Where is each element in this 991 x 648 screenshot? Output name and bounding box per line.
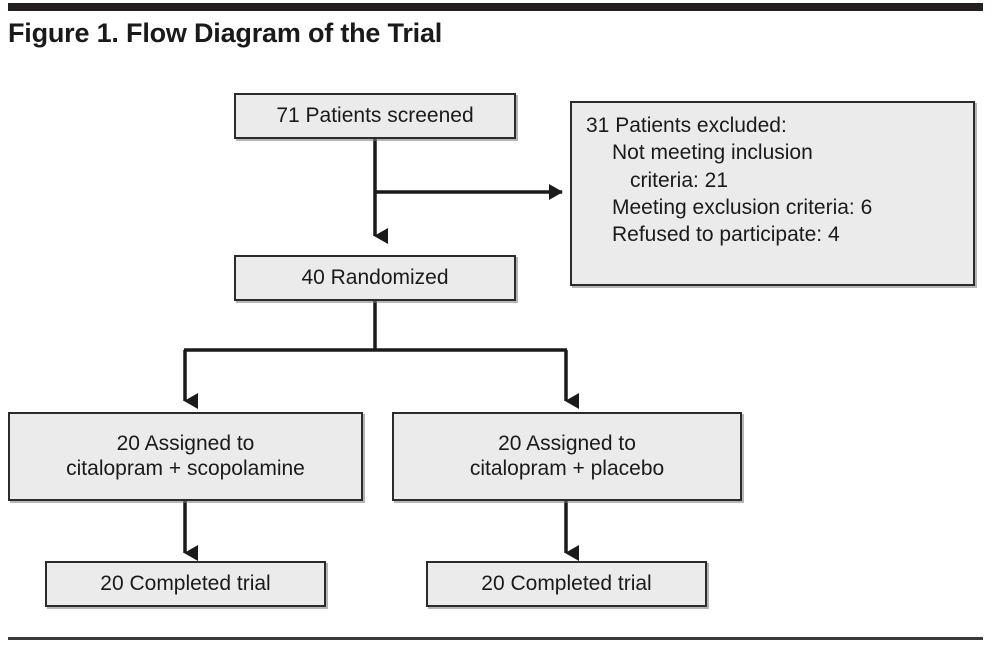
node-completed-trial-right: 20 Completed trial	[426, 561, 707, 607]
node-assigned-placebo: 20 Assigned to citalopram + placebo	[392, 412, 742, 501]
bottom-divider-rule	[8, 637, 983, 640]
node-assigned-placebo-line1: 20 Assigned to	[498, 431, 636, 455]
top-divider-rule	[8, 3, 983, 11]
node-assigned-scopolamine-line2: citalopram + scopolamine	[66, 456, 305, 480]
node-assigned-placebo-text: 20 Assigned to citalopram + placebo	[470, 432, 664, 482]
node-completed-trial-left: 20 Completed trial	[45, 561, 326, 607]
node-randomized: 40 Randomized	[234, 255, 516, 301]
node-assigned-scopolamine-text: 20 Assigned to citalopram + scopolamine	[66, 432, 305, 482]
node-randomized-label: 40 Randomized	[301, 265, 449, 289]
node-completed-trial-right-label: 20 Completed trial	[481, 571, 652, 595]
node-assigned-scopolamine: 20 Assigned to citalopram + scopolamine	[8, 412, 363, 501]
figure-title: Figure 1. Flow Diagram of the Trial	[8, 18, 443, 48]
node-assigned-scopolamine-line1: 20 Assigned to	[116, 431, 255, 455]
connector-randomized-split	[183, 301, 579, 409]
node-excluded-reason-not-meeting-inclusion: Not meeting inclusion	[612, 141, 813, 165]
node-excluded-reason-not-meeting-inclusion-count: criteria: 21	[630, 168, 729, 192]
node-excluded-reason-meeting-exclusion: Meeting exclusion criteria: 6	[612, 195, 873, 219]
node-completed-trial-left-label: 20 Completed trial	[100, 571, 271, 595]
node-excluded-reason-refused: Refused to participate: 4	[612, 223, 840, 247]
node-assigned-placebo-line2: citalopram + placebo	[469, 456, 665, 480]
node-patients-excluded: 31 Patients excluded: Not meeting inclus…	[570, 101, 975, 286]
node-patients-screened: 71 Patients screened	[234, 93, 516, 139]
node-patients-excluded-heading: 31 Patients excluded:	[586, 114, 787, 137]
node-patients-screened-label: 71 Patients screened	[276, 103, 474, 127]
